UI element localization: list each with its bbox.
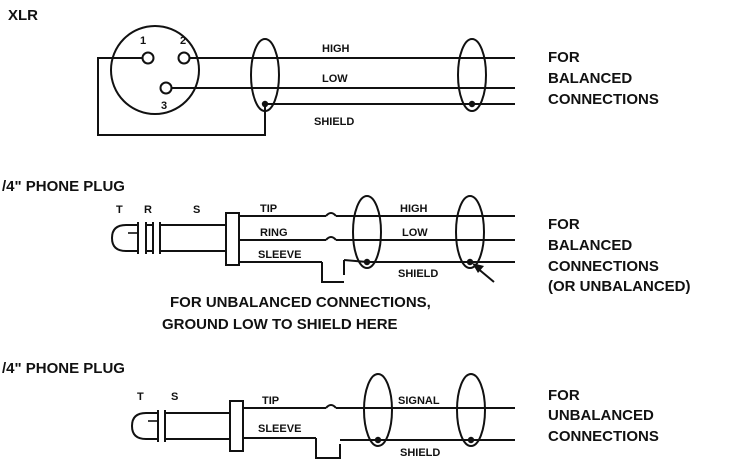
xlr-section: XLR 1 2 3 HIGH LOW SHIELD FOR BALA (8, 7, 659, 136)
xlr-wires (97, 57, 515, 136)
ts-wire-signal: SIGNAL (398, 395, 440, 407)
xlr-wire-high: HIGH (322, 43, 350, 55)
xlr-destination-line1: FOR (548, 49, 580, 66)
ts-wire-sleeve: SLEEVE (258, 423, 301, 435)
xlr-pin-3: 3 (161, 100, 167, 112)
trs-destination-line4: (OR UNBALANCED) (548, 278, 691, 295)
trs-section: /4" PHONE PLUG T R S (2, 178, 691, 333)
xlr-title: XLR (8, 7, 38, 24)
ts-section: /4" PHONE PLUG T S TIP (2, 360, 659, 459)
trs-contact-r: R (144, 204, 152, 216)
xlr-cable-ellipses (250, 38, 487, 112)
ts-destination-line3: CONNECTIONS (548, 428, 659, 445)
trs-note-line2: GROUND LOW TO SHIELD HERE (162, 316, 398, 333)
trs-wire-tip: TIP (260, 203, 277, 215)
ts-title: /4" PHONE PLUG (2, 360, 125, 377)
trs-contact-s: S (193, 204, 200, 216)
xlr-destination-line2: BALANCED (548, 70, 632, 87)
ts-wires (243, 404, 515, 459)
trs-title: /4" PHONE PLUG (2, 178, 125, 195)
ts-destination-line2: UNBALANCED (548, 407, 654, 424)
trs-destination-line3: CONNECTIONS (548, 258, 659, 275)
trs-destination-line2: BALANCED (548, 237, 632, 254)
ts-cable-ellipses (363, 373, 486, 447)
xlr-pin-1: 1 (140, 35, 146, 47)
ts-wire-shield: SHIELD (400, 447, 440, 459)
trs-wire-low: LOW (402, 227, 428, 239)
ts-contact-t: T (137, 391, 144, 403)
trs-note-line1: FOR UNBALANCED CONNECTIONS, (170, 294, 431, 311)
xlr-wire-shield: SHIELD (314, 116, 354, 128)
trs-wire-high: HIGH (400, 203, 428, 215)
xlr-pin-2: 2 (180, 35, 186, 47)
trs-wires (239, 212, 515, 283)
ts-contact-s: S (171, 391, 178, 403)
xlr-wire-low: LOW (322, 73, 348, 85)
trs-cable-ellipses (352, 195, 485, 269)
ts-wire-tip: TIP (262, 395, 279, 407)
trs-plug-icon (110, 212, 240, 266)
ts-destination-line1: FOR (548, 387, 580, 404)
trs-contact-t: T (116, 204, 123, 216)
xlr-destination-line3: CONNECTIONS (548, 91, 659, 108)
ts-plug-icon (130, 400, 244, 452)
trs-destination-line1: FOR (548, 216, 580, 233)
trs-ground-arrow-icon (472, 263, 495, 283)
trs-wire-shield: SHIELD (398, 268, 438, 280)
trs-wire-ring: RING (260, 227, 288, 239)
trs-wire-sleeve: SLEEVE (258, 249, 301, 261)
xlr-connector-icon (110, 25, 200, 115)
